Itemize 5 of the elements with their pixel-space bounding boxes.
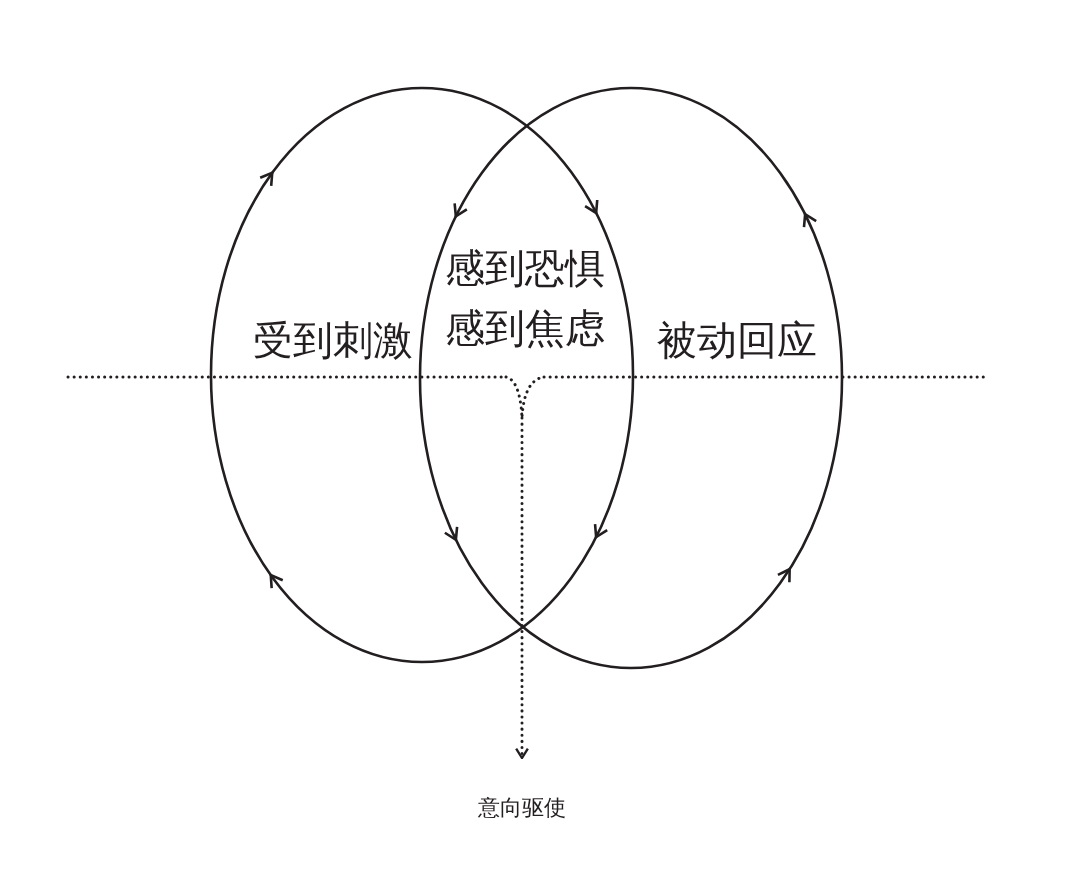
label-text: 意向驱使 xyxy=(462,760,582,822)
label-text: 受到刺激 xyxy=(233,310,433,370)
label-text: 被动回应 xyxy=(637,310,837,370)
label-text: 感到焦虑 xyxy=(444,304,606,353)
label-text: 感到恐惧 xyxy=(444,244,606,293)
